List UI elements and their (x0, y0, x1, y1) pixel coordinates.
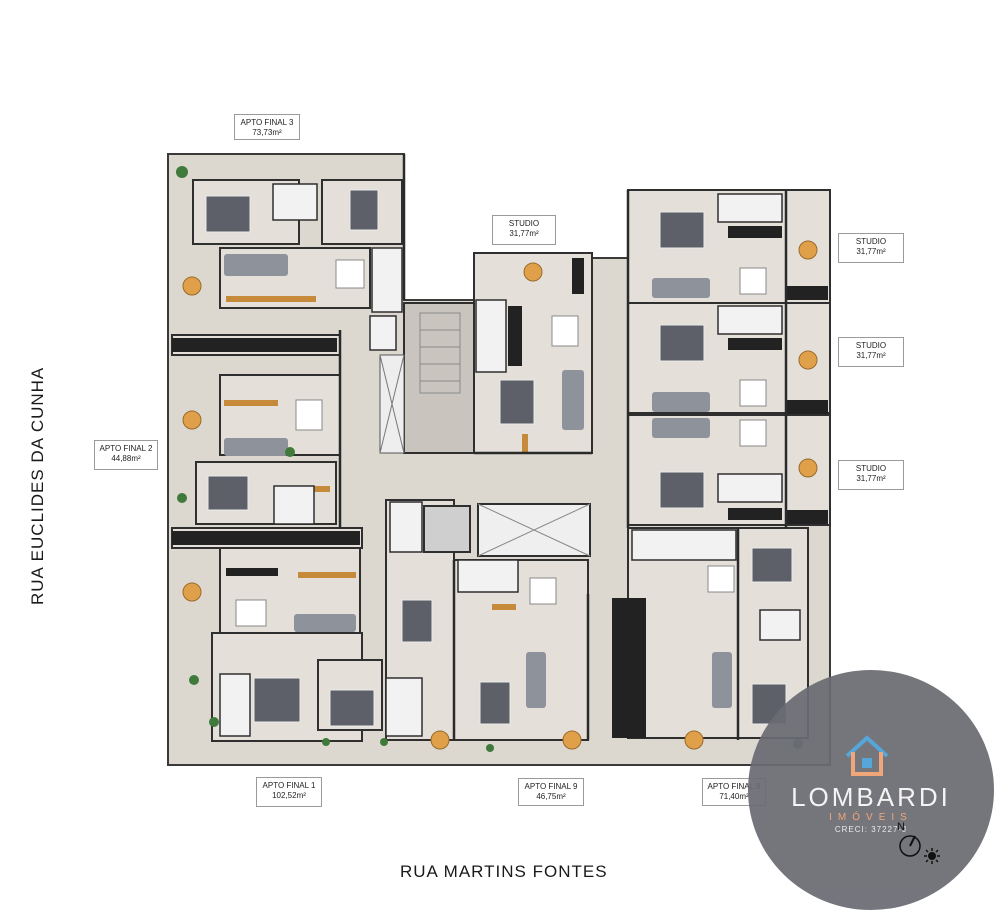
unit-label-studio-right-1: STUDIO 31,77m² (838, 233, 904, 263)
unit-label-apto-final-9: APTO FINAL 9 46,75m² (518, 778, 584, 806)
sun-icon (924, 848, 940, 864)
unit-label-studio-right-2: STUDIO 31,77m² (838, 337, 904, 367)
kitchen-counters (172, 226, 828, 738)
unit-label-apto-final-1: APTO FINAL 1 102,52m² (256, 777, 322, 807)
circulation-core (379, 302, 591, 557)
north-arrow-icon: N (897, 821, 921, 857)
unit-name: APTO FINAL 9 (524, 782, 578, 791)
unit-area: 102,52m² (272, 791, 306, 800)
round-tables (182, 240, 818, 750)
unit-name: APTO FINAL 1 (262, 781, 316, 790)
unit-area: 31,77m² (509, 229, 539, 238)
unit-name: APTO FINAL 3 (240, 118, 294, 127)
bathrooms (219, 183, 801, 737)
svg-text:N: N (897, 821, 905, 833)
street-name-left: RUA EUCLIDES DA CUNHA (28, 366, 47, 605)
unit-area: 71,40m² (719, 792, 749, 801)
unit-name: STUDIO (855, 341, 887, 350)
unit-label-apto-final-3: APTO FINAL 3 73,73m² (234, 114, 300, 140)
unit-label-studio-right-3: STUDIO 31,77m² (838, 460, 904, 490)
sofas (224, 254, 732, 708)
logo-brand: LOMBARDI (791, 782, 951, 812)
unit-area: 73,73m² (252, 128, 282, 137)
unit-name: STUDIO (855, 237, 887, 246)
unit-area: 31,77m² (856, 247, 886, 256)
unit-label-studio-top: STUDIO 31,77m² (492, 215, 556, 245)
interior-walls (338, 154, 788, 740)
beds (205, 189, 793, 727)
unit-area: 31,77m² (856, 474, 886, 483)
logo-creci: CRECI: 37227-J (834, 825, 908, 834)
unit-name: APTO FINAL 2 (99, 444, 153, 453)
unit-label-apto-final-2: APTO FINAL 2 44,88m² (94, 440, 158, 470)
house-icon (845, 735, 889, 776)
unit-area: 44,88m² (111, 454, 141, 463)
unit-name: STUDIO (855, 464, 887, 473)
unit-area: 46,75m² (536, 792, 566, 801)
dining-tables (235, 259, 767, 627)
unit-area: 31,77m² (856, 351, 886, 360)
unit-name: APTO FINAL 8 (707, 782, 761, 791)
unit-name: STUDIO (508, 219, 540, 228)
watermark-logo: LOMBARDI IMÓVEIS CRECI: 37227-J (748, 670, 994, 910)
logo-subtitle: IMÓVEIS (829, 812, 913, 823)
street-name-bottom: RUA MARTINS FONTES (400, 862, 608, 881)
